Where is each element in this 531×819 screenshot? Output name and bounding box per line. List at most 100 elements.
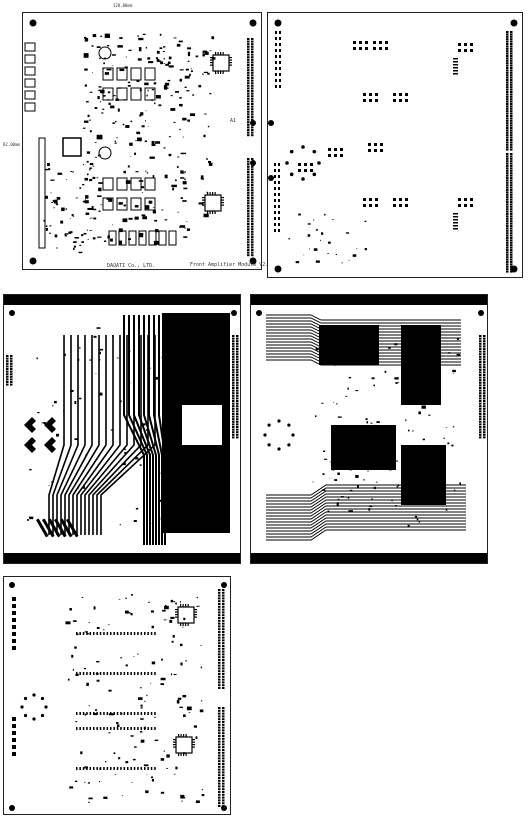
header-pad: [6, 355, 9, 357]
header-pad: [218, 673, 221, 675]
header-pad: [247, 189, 250, 192]
pad: [453, 64, 458, 66]
pad: [275, 61, 277, 64]
smd-pad: [72, 171, 74, 173]
smd-pad: [184, 171, 186, 173]
smd-pad: [413, 453, 416, 456]
smd-pad: [84, 200, 89, 204]
header-pad: [251, 53, 254, 56]
header-pad: [510, 217, 513, 220]
header-pad: [218, 737, 221, 740]
smd-pad: [50, 179, 55, 181]
smd-pad: [136, 131, 141, 135]
smd-pad: [107, 45, 110, 47]
ic-pin: [154, 712, 156, 715]
header-pad: [506, 110, 509, 113]
header-pad: [222, 664, 225, 667]
header-pad: [247, 215, 250, 218]
pad: [298, 163, 301, 166]
smd-pad: [138, 180, 144, 182]
header-pad: [510, 43, 513, 45]
header-pad: [251, 171, 254, 173]
ic-pin: [96, 727, 98, 730]
smd-pad: [69, 218, 71, 219]
smd-pad: [88, 621, 90, 623]
smd-pad: [131, 782, 133, 783]
ic-pin: [147, 727, 149, 730]
pad: [373, 41, 376, 44]
smd-pad: [37, 412, 40, 414]
trace: [266, 505, 466, 517]
smd-pad: [439, 375, 441, 377]
header-pad: [506, 169, 509, 172]
smd-pad: [394, 377, 399, 380]
smd-pad: [161, 658, 163, 661]
header-pad: [247, 186, 250, 189]
header-pad: [222, 633, 225, 636]
header-pad: [247, 79, 250, 82]
header-pad: [483, 426, 486, 428]
smd-pad: [443, 437, 445, 439]
smd-pad: [439, 496, 443, 498]
trace: [64, 335, 93, 535]
header-pad: [218, 633, 221, 636]
header-pad: [10, 378, 13, 381]
smd-pad: [368, 508, 371, 511]
header-pad: [251, 220, 254, 223]
smd-pad: [184, 86, 187, 88]
mounting-hole: [29, 257, 37, 265]
smd-pad: [84, 199, 86, 201]
smd-pad: [118, 757, 121, 760]
mounting-hole: [478, 310, 484, 316]
header-pad: [506, 33, 509, 36]
header-pad: [506, 261, 509, 263]
smd-pad: [349, 489, 353, 491]
smd-pad: [322, 489, 326, 491]
smd-pad: [103, 62, 105, 65]
pad: [353, 47, 356, 50]
header-pad: [236, 402, 239, 405]
header-pad: [510, 205, 513, 208]
header-pad: [247, 118, 250, 121]
via: [277, 419, 281, 423]
header-pad: [222, 617, 225, 619]
smd-pad: [129, 362, 130, 364]
smd-pad: [123, 462, 126, 466]
header-pad: [510, 50, 513, 53]
chip-pin: [207, 211, 209, 214]
smd-pad: [397, 484, 400, 487]
smd-pad: [168, 153, 172, 157]
smd-pad: [148, 200, 153, 204]
header-pad: [510, 62, 513, 65]
header-pad: [222, 597, 225, 600]
relay-outline: [102, 177, 114, 191]
pad: [12, 724, 16, 728]
header-pad: [251, 202, 254, 205]
paste-mask-drawing: [268, 19, 518, 273]
smd-pad: [315, 260, 320, 263]
header-pad: [247, 199, 250, 202]
header-pad: [236, 389, 239, 392]
chip-pin: [194, 616, 197, 618]
header-pad: [218, 614, 221, 617]
trace: [266, 493, 466, 505]
header-pad: [247, 116, 250, 118]
chip-pin: [222, 52, 224, 55]
smd-pad: [163, 389, 167, 392]
header-pad: [218, 591, 221, 594]
pad: [379, 47, 382, 50]
sheet-bottom-assembly: [3, 576, 231, 815]
ic-pin: [147, 712, 149, 715]
dip-outline: [138, 230, 147, 246]
smd-pad: [75, 673, 79, 677]
header-pad: [222, 723, 225, 726]
smd-pad: [51, 481, 53, 483]
smd-pad: [130, 120, 133, 123]
header-pad: [506, 270, 509, 273]
header-pad: [251, 48, 254, 51]
smd-pad: [73, 241, 77, 244]
smd-pad: [152, 175, 155, 178]
smd-pad: [106, 198, 109, 200]
trace: [266, 323, 461, 330]
header-pad: [251, 131, 254, 134]
